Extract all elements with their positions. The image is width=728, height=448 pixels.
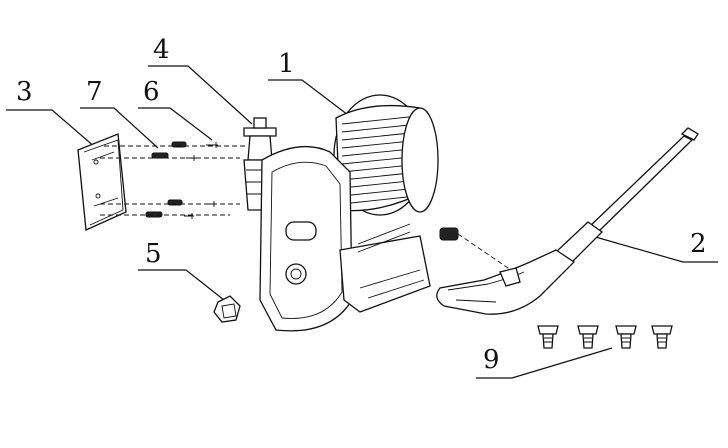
callout-label-4: 4 — [153, 35, 170, 65]
hose-reel — [259, 94, 515, 332]
nozzle-tip-set — [537, 325, 673, 349]
callout-1: 1 — [268, 49, 353, 119]
wall-anchors — [145, 141, 187, 218]
guide-spring — [357, 223, 411, 253]
callout-label-6: 6 — [143, 77, 160, 107]
callout-label-2: 2 — [690, 229, 707, 259]
nozzle-tip — [537, 325, 559, 349]
callout-label-9: 9 — [483, 345, 500, 375]
hose-adapter — [213, 295, 241, 323]
callout-6: 6 — [138, 77, 213, 141]
wall-bracket — [77, 133, 127, 231]
mounting-screws — [184, 142, 218, 219]
callout-5: 5 — [138, 239, 225, 301]
spray-gun — [436, 127, 699, 315]
callout-7: 7 — [80, 77, 159, 149]
outlet-fitting — [439, 227, 459, 241]
leader-line-2 — [591, 235, 718, 263]
mounting-axis-lines — [100, 145, 248, 216]
leader-line-5 — [138, 269, 225, 301]
callout-label-3: 3 — [16, 77, 33, 107]
lance-tube — [586, 135, 694, 235]
leader-line-4 — [148, 65, 253, 125]
callout-label-7: 7 — [86, 77, 103, 107]
callout-2: 2 — [591, 229, 718, 263]
callout-3: 3 — [6, 77, 97, 149]
callout-4: 4 — [148, 35, 253, 125]
leader-line-7 — [80, 107, 159, 149]
trigger — [499, 267, 521, 287]
leader-line-1 — [268, 79, 353, 119]
callout-9: 9 — [476, 345, 613, 379]
reel-base — [339, 235, 431, 313]
carry-handle-slot — [285, 221, 317, 241]
leader-line-3 — [6, 109, 97, 149]
leader-line-6 — [138, 107, 213, 141]
callout-label-1: 1 — [278, 49, 295, 79]
callout-label-5: 5 — [145, 239, 162, 269]
hose-inlet-port — [285, 263, 307, 285]
nozzle-tip — [615, 325, 637, 349]
nozzle-tip — [651, 325, 673, 349]
nozzle-tip — [577, 325, 599, 349]
leader-line-9 — [476, 347, 613, 379]
